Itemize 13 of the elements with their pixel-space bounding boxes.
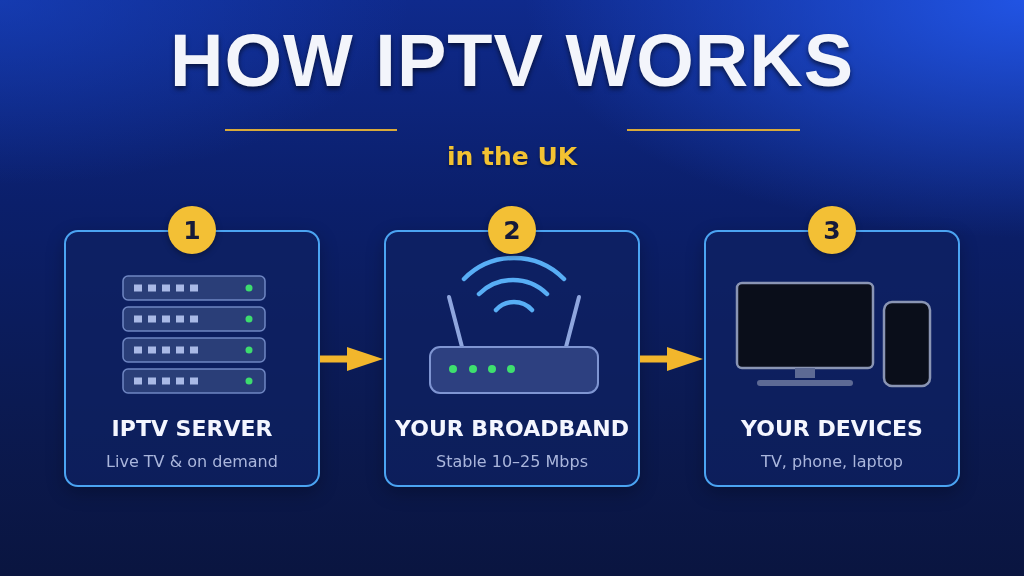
title: HOW IPTV WORKS [169, 24, 855, 98]
step-description: TV, phone, laptop [761, 452, 903, 472]
step-title: YOUR BROADBAND [395, 416, 629, 443]
step-number-badge: 1 [168, 206, 216, 254]
step-number-badge: 3 [808, 206, 856, 254]
arrow [320, 347, 383, 371]
step-description: Live TV & on demand [106, 452, 278, 472]
step-title: IPTV SERVER [111, 416, 273, 443]
step-number-badge: 2 [488, 206, 536, 254]
subtitle: in the UK [446, 144, 578, 169]
arrow [640, 347, 703, 371]
step-description: Stable 10–25 Mbps [436, 452, 588, 472]
step-title: YOUR DEVICES [741, 416, 923, 443]
